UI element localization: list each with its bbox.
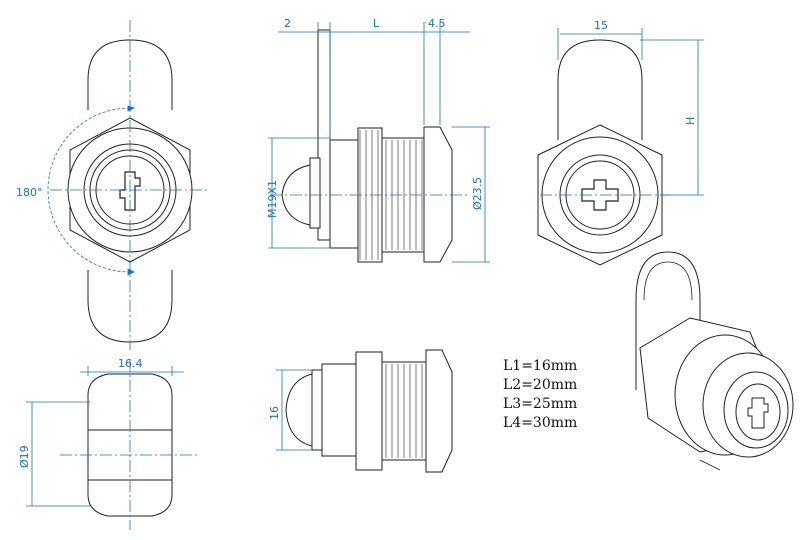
width-top-label: 15 (594, 19, 608, 32)
body-diameter-label: Ø19 (18, 445, 31, 468)
isometric-view (635, 251, 794, 471)
rotation-label: 180° (16, 186, 43, 199)
side-view (281, 29, 453, 263)
width-bottom-label: 16.4 (118, 357, 143, 370)
side-view-no-cam (285, 349, 453, 473)
length-l4: L4=30mm (503, 415, 577, 431)
flange-diameter-label: Ø23.5 (471, 177, 484, 210)
back-view (537, 39, 663, 266)
body-length-label: L (373, 17, 380, 30)
length-l2: L2=20mm (503, 377, 577, 393)
height-label: H (684, 117, 697, 125)
side-height-label: 16 (268, 406, 281, 420)
length-l3: L3=25mm (503, 396, 577, 412)
flange-thickness-label: 2 (284, 17, 291, 30)
length-l1: L1=16mm (503, 358, 577, 374)
thread-label: M19X1 (266, 180, 279, 218)
nut-gap-label: 4.5 (428, 17, 446, 30)
